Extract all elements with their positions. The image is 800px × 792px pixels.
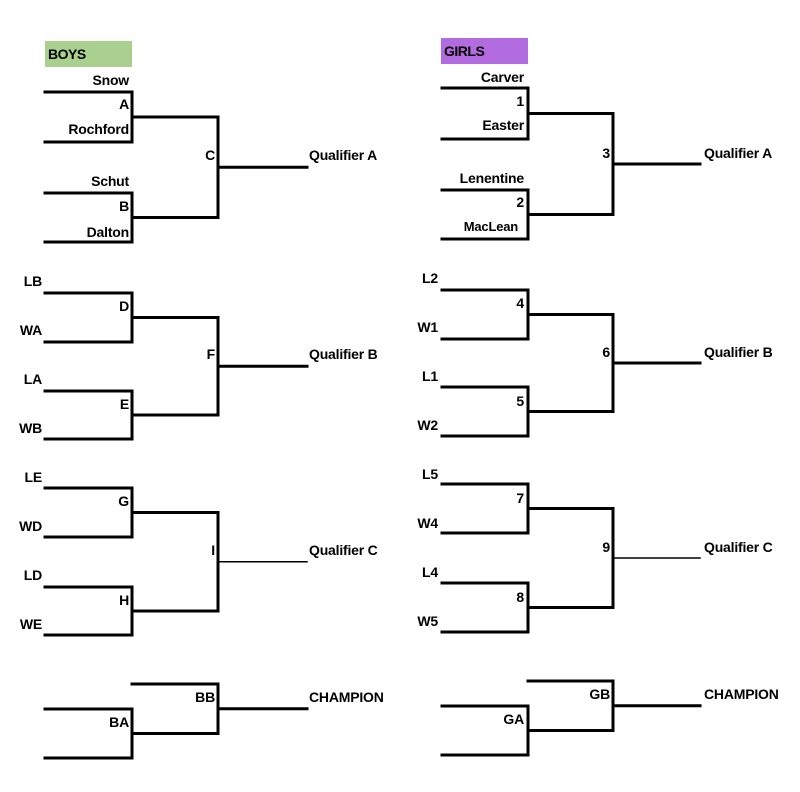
girls-match-label: 3 [602, 145, 610, 161]
girls-entrant: Easter [482, 117, 524, 133]
boys-match-label: E [119, 396, 129, 412]
boys-champion-label: CHAMPION [309, 689, 384, 705]
boys-entrant: Dalton [86, 224, 130, 240]
boys-entrant: WB [19, 420, 42, 436]
boys-qualifier-label: Qualifier A [309, 147, 378, 163]
girls-entrant: L5 [422, 466, 438, 482]
boys-match-label: BB [195, 689, 215, 705]
girls-entrant: Carver [480, 69, 524, 85]
girls-qualifier-label: Qualifier C [704, 539, 773, 555]
girls-entrant: L4 [422, 564, 438, 580]
boys-match-label: G [118, 493, 129, 509]
girls-entrant: W1 [417, 319, 438, 335]
girls-entrant: W2 [417, 417, 438, 433]
girls-match-label: GB [589, 686, 610, 702]
boys-entrant: Snow [92, 72, 129, 88]
girls-match-label: 9 [602, 539, 610, 555]
girls-champion-label: CHAMPION [704, 686, 779, 702]
girls-match-label: 8 [516, 589, 524, 605]
boys-entrant: WA [19, 322, 42, 338]
girls-qualifier-label: Qualifier B [704, 344, 773, 360]
girls-entrant: MacLean [463, 219, 518, 234]
boys-entrant: LD [23, 567, 42, 583]
girls-match-label: 5 [516, 393, 524, 409]
boys-entrant: Schut [91, 173, 129, 189]
girls-match-label: 4 [516, 295, 524, 311]
boys-entrant: Rochford [68, 121, 129, 137]
boys-entrant: LB [23, 273, 42, 289]
boys-entrant: LA [23, 371, 42, 387]
boys-match-label: BA [109, 714, 129, 730]
boys-entrant: WD [19, 518, 42, 534]
girls-match-label: 2 [516, 194, 524, 210]
boys-match-label: F [206, 346, 216, 362]
boys-match-label: I [211, 542, 215, 558]
girls-header: GIRLS [441, 38, 528, 64]
girls-match-label: 1 [516, 93, 524, 109]
boys-match-label: A [119, 96, 129, 112]
boys-entrant: WE [19, 616, 42, 632]
boys-match-label: B [119, 198, 129, 214]
boys-match-label: C [205, 147, 215, 163]
girls-qualifier-label: Qualifier A [704, 145, 773, 161]
girls-entrant: Lenentine [459, 170, 525, 186]
boys-header: BOYS [45, 41, 132, 67]
boys-match-label: H [119, 592, 129, 608]
girls-entrant: W5 [417, 613, 438, 629]
girls-match-label: GA [503, 711, 524, 727]
boys-entrant: LE [24, 469, 43, 485]
boys-qualifier-label: Qualifier C [309, 542, 378, 558]
girls-match-label: 7 [516, 490, 524, 506]
girls-match-label: 6 [602, 344, 610, 360]
girls-entrant: W4 [417, 515, 438, 531]
boys-match-label: D [119, 298, 129, 314]
boys-qualifier-label: Qualifier B [309, 346, 378, 362]
girls-entrant: L1 [422, 368, 438, 384]
girls-entrant: L2 [422, 270, 438, 286]
